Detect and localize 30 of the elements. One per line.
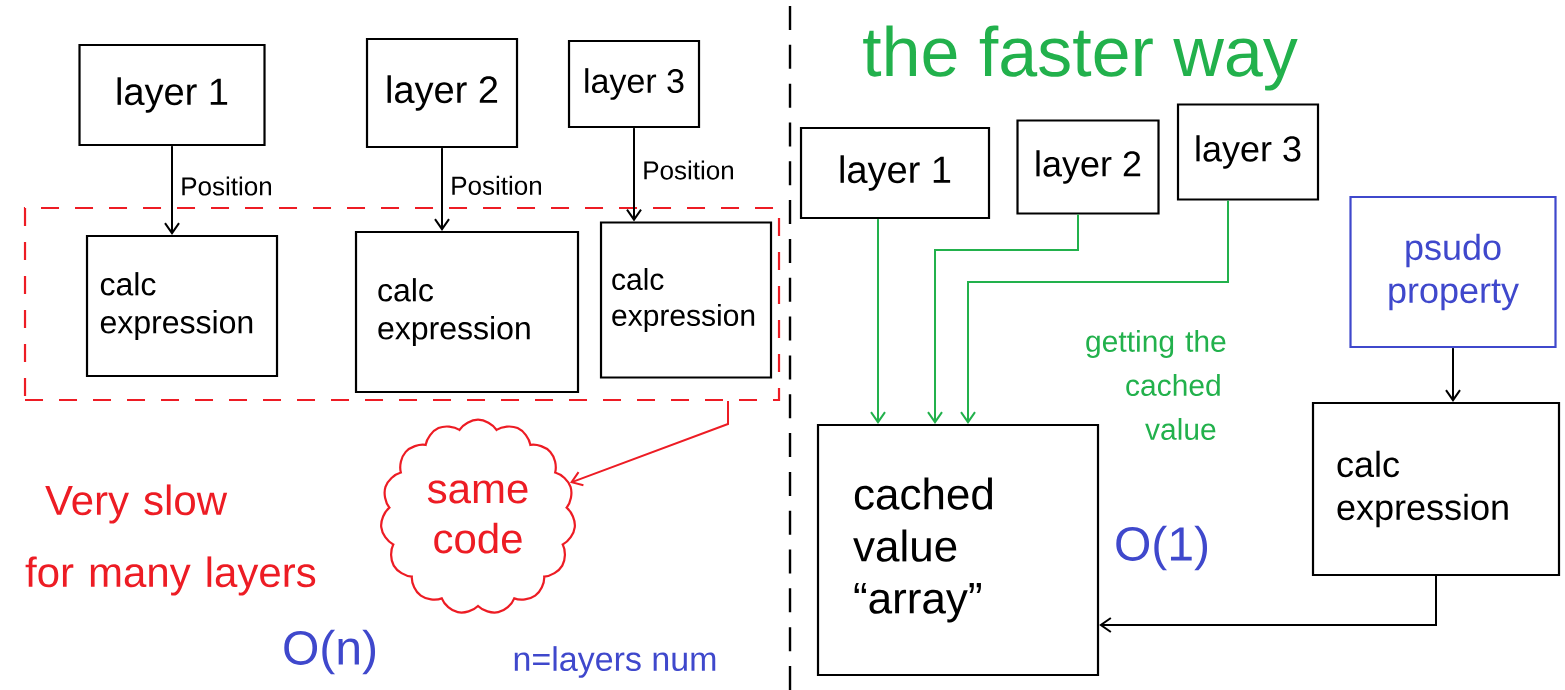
edge-label: Position xyxy=(640,158,737,182)
process-box: layer 1 xyxy=(78,43,266,147)
process-box: layer 3 xyxy=(567,39,701,129)
dashed-region xyxy=(23,206,781,402)
annotation-text: Very slow for many layers xyxy=(25,484,316,596)
arrow xyxy=(626,127,642,222)
annotation-text: O(1) xyxy=(1116,525,1208,571)
arrow xyxy=(960,199,1229,424)
process-box: calc expression xyxy=(1311,401,1561,577)
process-box: layer 2 xyxy=(365,37,519,149)
arrow xyxy=(870,218,886,424)
process-box: psudo property xyxy=(1349,195,1557,349)
edge-label: Position xyxy=(448,173,545,197)
annotation-text: O(n) xyxy=(284,629,376,675)
process-box: layer 2 xyxy=(1016,119,1160,215)
process-box: calc expression xyxy=(85,234,279,378)
annotation-text: n=layers num xyxy=(514,646,716,678)
arrow xyxy=(434,147,450,231)
arrow xyxy=(164,145,180,235)
process-box: calc expression xyxy=(354,230,580,394)
edge-label: Position xyxy=(178,174,275,198)
process-box: layer 3 xyxy=(1176,103,1320,201)
arrow xyxy=(1099,575,1437,633)
process-box: calc expression xyxy=(599,221,773,379)
process-box: cached value “array” xyxy=(816,423,1100,677)
arrow xyxy=(927,213,1079,424)
arrow xyxy=(569,400,729,487)
arrow xyxy=(1445,347,1461,402)
heading-text: the faster way xyxy=(863,25,1298,91)
process-box: layer 1 xyxy=(799,126,991,220)
